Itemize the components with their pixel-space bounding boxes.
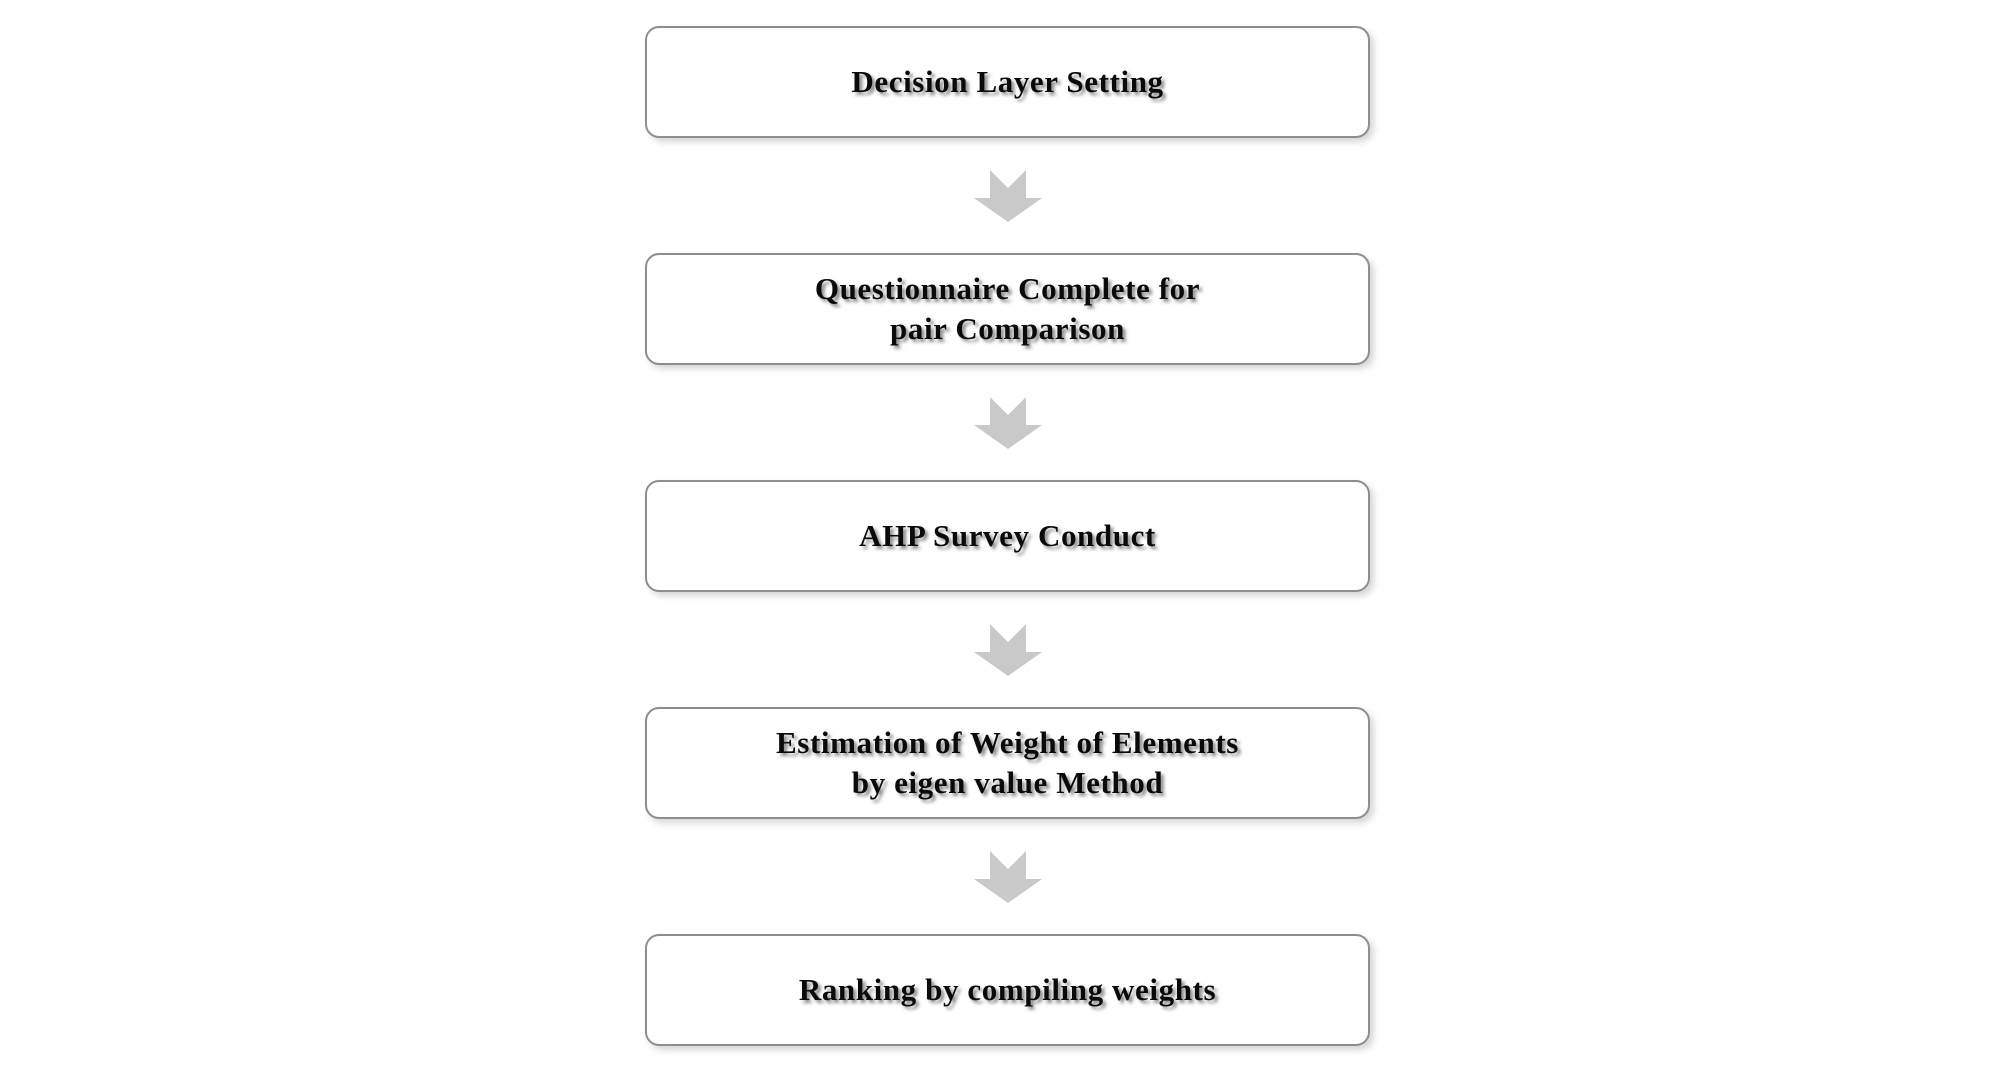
flowchart-node-estimation-of-weight-of-elements[interactable]: Estimation of Weight of Elements by eige… xyxy=(645,707,1370,819)
flowchart-connector-3 xyxy=(645,592,1370,707)
flowchart-connector-4 xyxy=(645,819,1370,934)
flowchart-node-label: Ranking by compiling weights xyxy=(798,971,1217,1007)
flowchart-node-column: Decision Layer Setting Questionnaire Com… xyxy=(645,26,1370,1046)
flowchart-node-questionnaire-complete-for-pair-comparison[interactable]: Questionnaire Complete for pair Comparis… xyxy=(645,253,1370,365)
arrow-down-icon xyxy=(973,396,1042,449)
arrow-down-icon xyxy=(973,623,1042,676)
flowchart-node-label: Decision Layer Setting xyxy=(851,63,1164,99)
arrow-down-icon xyxy=(973,850,1042,903)
flowchart-node-label: Questionnaire Complete for pair Comparis… xyxy=(814,270,1201,346)
flowchart-node-label: Estimation of Weight of Elements by eige… xyxy=(776,724,1239,800)
flowchart-node-label: AHP Survey Conduct xyxy=(859,517,1156,553)
flowchart-connector-1 xyxy=(645,138,1370,253)
flowchart-node-ranking-by-compiling-weights[interactable]: Ranking by compiling weights xyxy=(645,934,1370,1046)
flowchart-connector-2 xyxy=(645,365,1370,480)
flowchart-node-ahp-survey-conduct[interactable]: AHP Survey Conduct xyxy=(645,480,1370,592)
arrow-down-icon xyxy=(973,169,1042,222)
flowchart-node-decision-layer-setting[interactable]: Decision Layer Setting xyxy=(645,26,1370,138)
